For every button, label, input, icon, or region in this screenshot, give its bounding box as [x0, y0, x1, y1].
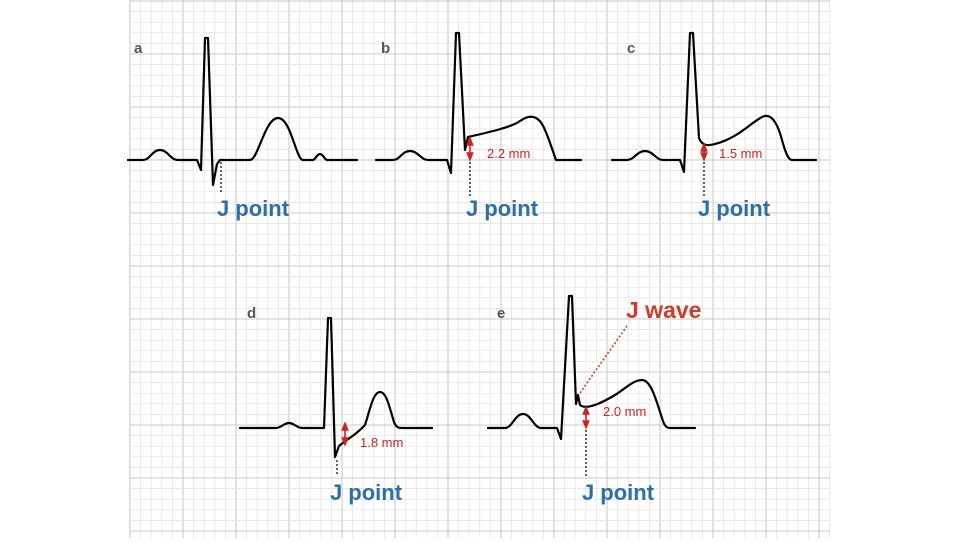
panel-b-j-point-label: J point	[466, 196, 539, 221]
panel-a: a J point	[126, 36, 359, 221]
panel-e-j-wave-label: J wave	[626, 297, 701, 323]
panel-b-label: b	[381, 40, 390, 57]
panel-c-ecg-trace	[610, 31, 818, 174]
ecg-grid	[129, 0, 830, 538]
panel-c-label: c	[627, 40, 635, 57]
panel-e-j-point-label: J point	[582, 480, 655, 505]
panel-d: d 1.8 mm J point	[238, 305, 434, 505]
panel-b-measurement: 2.2 mm	[487, 146, 530, 161]
panel-a-label: a	[134, 40, 143, 57]
panel-b-ecg-trace	[374, 31, 583, 175]
panel-c-j-point-label: J point	[698, 196, 771, 221]
panel-e-j-wave-pointer	[579, 325, 628, 394]
panel-e-ecg-trace	[486, 294, 697, 441]
panel-e-measurement: 2.0 mm	[603, 404, 646, 419]
panel-a-ecg-trace	[126, 36, 359, 187]
panel-c-measurement: 1.5 mm	[719, 146, 762, 161]
panel-d-measurement: 1.8 mm	[360, 435, 403, 450]
panel-d-ecg-trace	[238, 316, 434, 459]
panel-e: e 2.0 mm J wave J point	[486, 294, 701, 505]
panel-a-j-point-label: J point	[217, 196, 290, 221]
panel-b: b 2.2 mm J point	[374, 31, 583, 221]
panel-c: c 1.5 mm J point	[610, 31, 818, 221]
panel-d-j-point-label: J point	[330, 480, 403, 505]
panel-d-label: d	[247, 305, 256, 322]
panel-e-label: e	[497, 305, 505, 322]
